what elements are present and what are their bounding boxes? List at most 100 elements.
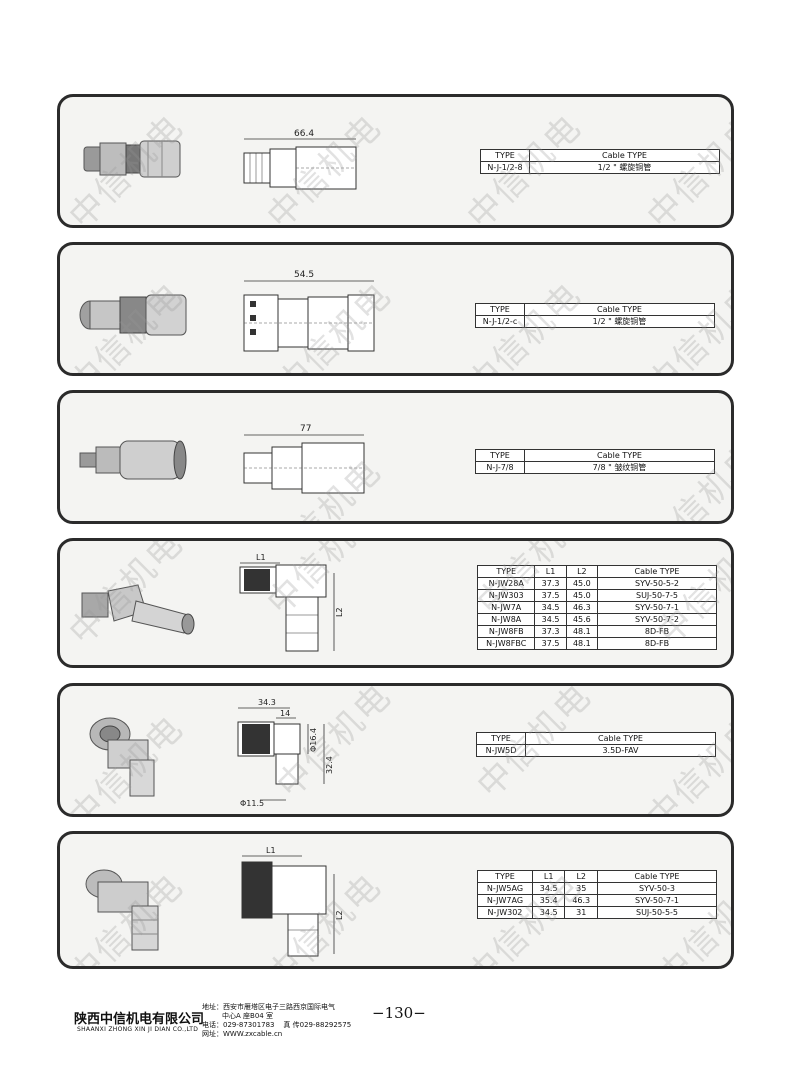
- dimension-l2-label: L2: [335, 607, 344, 617]
- table-cell: 37.5: [534, 637, 567, 650]
- address-line-2: 中心A 座B04 室: [222, 1012, 273, 1020]
- connector-photo: [79, 440, 187, 480]
- dimension-label-b: 14: [280, 709, 290, 718]
- table-cell: 35: [564, 882, 598, 895]
- watermark: 中信机电: [639, 434, 734, 524]
- table-cell: N-JW7A: [476, 601, 536, 614]
- table-cell: 37.3: [534, 625, 567, 638]
- column-header: TYPE: [476, 565, 536, 578]
- connector-photo: [79, 294, 187, 336]
- table-cell: N-JW5D: [476, 744, 526, 757]
- table-cell: 45.0: [565, 589, 599, 602]
- website-text: 网址：WWW.zxcable.cn: [202, 1030, 283, 1038]
- table-cell: N-J-1/2-8: [480, 161, 530, 174]
- table-cell: 34.5: [531, 882, 566, 895]
- page-footer: 陕西中信机电有限公司 SHAANXI ZHONG XIN JI DIAN CO.…: [0, 1000, 794, 1050]
- fax-text: 真 传029-88292575: [283, 1021, 352, 1029]
- table-cell: N-JW302: [477, 906, 533, 919]
- table-cell: 37.5: [534, 589, 567, 602]
- table-cell: N-J-1/2-c: [475, 315, 525, 328]
- table-cell: 8D-FB: [597, 625, 717, 638]
- table-cell: SYV-50-3: [597, 882, 717, 895]
- table-cell: 34.5: [531, 906, 566, 919]
- dimension-drawing: L1 L2: [239, 553, 344, 652]
- column-header: L1: [531, 870, 566, 883]
- dimension-label-d: 32.4: [325, 756, 334, 774]
- table-cell: 1/2 " 螺旋铜管: [524, 315, 715, 328]
- phone-text: 电话：029-87301783: [202, 1021, 275, 1029]
- table-cell: N-JW8A: [476, 613, 536, 626]
- table-cell: N-JW5AG: [477, 882, 533, 895]
- connector-photo: [81, 584, 195, 635]
- column-header: L1: [534, 565, 567, 578]
- table-cell: N-J-7/8: [475, 461, 525, 474]
- column-header: TYPE: [476, 732, 526, 745]
- table-cell: 48.1: [565, 625, 599, 638]
- table-cell: 48.1: [565, 637, 599, 650]
- watermark: 中信机电: [639, 707, 734, 817]
- dimension-drawing: 54.5: [243, 270, 375, 352]
- connector-photo: [83, 140, 181, 178]
- phone-fax: 电话：029-87301783 真 传029-88292575: [202, 1021, 351, 1030]
- table-cell: 45.6: [565, 613, 599, 626]
- table-cell: SUJ-50-7-5: [597, 589, 717, 602]
- dimension-label-a: 34.3: [258, 698, 276, 707]
- table-cell: 35.4: [531, 894, 566, 907]
- page-number: −130−: [372, 1004, 426, 1022]
- dimension-drawing: 66.4: [243, 129, 357, 190]
- table-cell: SYV-50-5-2: [597, 577, 717, 590]
- connector-photo: [85, 869, 159, 951]
- dimension-l2-label: L2: [335, 910, 344, 920]
- table-cell: N-JW8FB: [476, 625, 536, 638]
- company-name-en: SHAANXI ZHONG XIN JI DIAN CO.,LTD: [77, 1026, 199, 1033]
- column-header: Cable TYPE: [524, 303, 715, 316]
- column-header: TYPE: [475, 303, 525, 316]
- table-cell: 45.0: [565, 577, 599, 590]
- table-cell: N-JW303: [476, 589, 536, 602]
- table-cell: N-JW8FBC: [476, 637, 536, 650]
- table-cell: N-JW28A: [476, 577, 536, 590]
- column-header: Cable TYPE: [529, 149, 720, 162]
- table-cell: 7/8 " 皱纹铜管: [524, 461, 715, 474]
- column-header: TYPE: [475, 449, 525, 462]
- dimension-label-c: Φ16.4: [309, 728, 318, 752]
- column-header: TYPE: [477, 870, 533, 883]
- column-header: Cable TYPE: [597, 870, 717, 883]
- table-cell: 34.5: [534, 613, 567, 626]
- table-cell: SUJ-50-5-5: [597, 906, 717, 919]
- column-header: L2: [565, 565, 599, 578]
- dimension-l1-label: L1: [256, 553, 266, 562]
- table-cell: 8D-FB: [597, 637, 717, 650]
- column-header: Cable TYPE: [524, 449, 715, 462]
- column-header: L2: [564, 870, 598, 883]
- table-cell: N-JW7AG: [477, 894, 533, 907]
- table-cell: 37.3: [534, 577, 567, 590]
- column-header: TYPE: [480, 149, 530, 162]
- table-cell: 31: [564, 906, 598, 919]
- dimension-label-e: Φ11.5: [240, 799, 264, 808]
- connector-photo: [89, 717, 155, 797]
- table-cell: SYV-50-7-1: [597, 894, 717, 907]
- table-cell: SYV-50-7-2: [597, 613, 717, 626]
- contact-info: 地址：西安市雁塔区电子三路西京国际电气 中心A 座B04 室 电话：029-87…: [202, 1003, 351, 1039]
- dimension-drawing: 34.3 14 Φ16.4 32.4 Φ11.5: [237, 698, 334, 808]
- dimension-label: 66.4: [294, 129, 314, 139]
